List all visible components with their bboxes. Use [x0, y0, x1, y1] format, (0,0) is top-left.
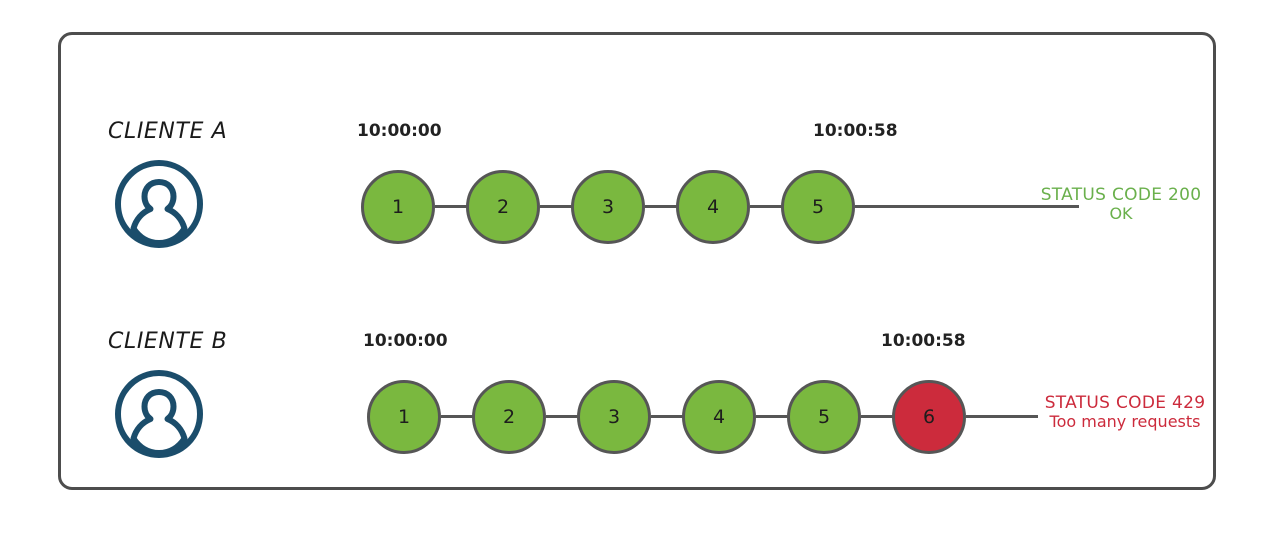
timestamp-end-b: 10:00:58	[881, 331, 966, 351]
request-node[interactable]: 1	[361, 170, 435, 244]
chain-link	[750, 205, 783, 208]
status-message-b: STATUS CODE 429 Too many requests	[1019, 393, 1231, 432]
status-message-a: STATUS CODE 200 OK	[1021, 185, 1221, 224]
chain-link	[546, 415, 579, 418]
user-avatar-icon	[113, 368, 205, 460]
chain-link	[651, 415, 684, 418]
chain-link	[756, 415, 789, 418]
user-avatar-icon	[113, 158, 205, 250]
chain-link	[441, 415, 474, 418]
request-node[interactable]: 5	[781, 170, 855, 244]
client-label-a: CLIENTE A	[108, 119, 228, 144]
request-node-blocked[interactable]: 6	[892, 380, 966, 454]
timestamp-start-a: 10:00:00	[357, 121, 442, 141]
chain-link	[435, 205, 468, 208]
request-node[interactable]: 3	[571, 170, 645, 244]
client-label-b: CLIENTE B	[108, 329, 228, 354]
chain-link	[645, 205, 678, 208]
request-node[interactable]: 2	[472, 380, 546, 454]
timestamp-end-a: 10:00:58	[813, 121, 898, 141]
status-code-a: STATUS CODE 200	[1040, 185, 1202, 205]
status-text-a: OK	[1109, 204, 1133, 224]
request-node[interactable]: 4	[676, 170, 750, 244]
status-text-b: Too many requests	[1049, 412, 1201, 432]
timestamp-start-b: 10:00:00	[363, 331, 448, 351]
chain-link	[861, 415, 894, 418]
request-node[interactable]: 2	[466, 170, 540, 244]
status-code-b: STATUS CODE 429	[1044, 393, 1206, 413]
request-node[interactable]: 1	[367, 380, 441, 454]
client-row-b: CLIENTE B 10:00:00 10:00:58 1 2 3 4	[61, 293, 1213, 493]
request-node[interactable]: 3	[577, 380, 651, 454]
request-node[interactable]: 4	[682, 380, 756, 454]
chain-link-to-status	[855, 205, 1079, 208]
chain-link	[540, 205, 573, 208]
client-row-a: CLIENTE A 10:00:00 10:00:58 1 2 3 4 5	[61, 83, 1213, 283]
diagram-panel: CLIENTE A 10:00:00 10:00:58 1 2 3 4 5	[58, 32, 1216, 490]
chain-link-to-status	[966, 415, 1038, 418]
request-node[interactable]: 5	[787, 380, 861, 454]
